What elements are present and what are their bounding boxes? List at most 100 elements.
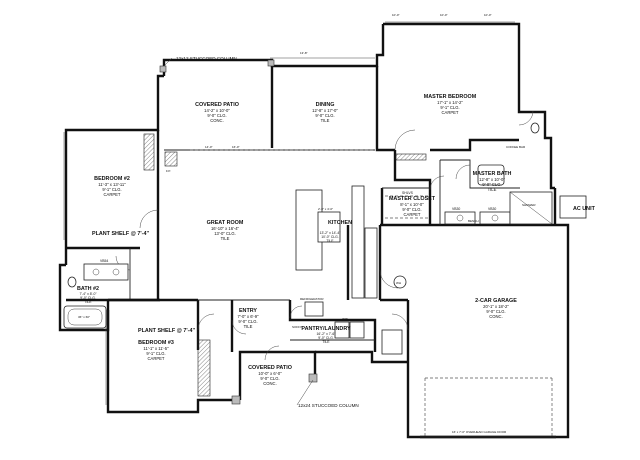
svg-text:TILE: TILE — [326, 239, 334, 243]
svg-text:7'-4" x 8'-0": 7'-4" x 8'-0" — [79, 292, 97, 296]
svg-text:PANTRY/LAUNDRY: PANTRY/LAUNDRY — [301, 326, 351, 332]
soffit-label: SOFFIT — [292, 325, 303, 329]
svg-text:TILE: TILE — [221, 236, 230, 241]
fixtures — [63, 21, 587, 405]
svg-text:9'-0" CLG.: 9'-0" CLG. — [260, 376, 279, 381]
bench-label: BENCH — [468, 219, 479, 223]
shower-label: SHOWER — [522, 203, 536, 207]
ac-unit-label: AC UNIT — [573, 206, 596, 212]
room-pantry-laundry: PANTRY/LAUNDRY 16'-2" x 7'-6" 9'-0" CLG.… — [301, 326, 351, 344]
room-entry: ENTRY 7'-0" x 6'-9" 9'-0" CLG. TILE — [237, 308, 259, 329]
svg-text:11'-1" x 11'-5": 11'-1" x 11'-5" — [143, 346, 169, 351]
vanity-bath2-label: VB54 — [100, 259, 108, 263]
svg-text:CONC.: CONC. — [489, 314, 503, 319]
water-heater-label: WH — [396, 281, 401, 285]
plant-shelf-note-1: PLANT SHELF @ 7'-4" — [92, 231, 149, 237]
svg-text:GREAT ROOM: GREAT ROOM — [207, 220, 244, 226]
svg-text:16'-2" x 7'-6": 16'-2" x 7'-6" — [317, 332, 337, 336]
refrigerator-label: REFRIGERATOR — [300, 297, 324, 301]
svg-text:9'-0" CLG.: 9'-0" CLG. — [315, 113, 334, 118]
svg-text:COVERED PATIO: COVERED PATIO — [195, 102, 239, 108]
fireplace-label: F.P. — [166, 169, 171, 173]
room-master-closet: MASTER CLOSET 8'-1" x 10'-0" 9'-0" CLG. … — [389, 196, 436, 217]
svg-text:20'-1" x 18'-2": 20'-1" x 18'-2" — [483, 304, 509, 309]
dim-top-3: 10'-0" — [484, 13, 492, 17]
garage-door-label: 16' x 7'-0" OVERHEAD GARAGE DOOR — [452, 430, 507, 434]
column-note-top: 12x12 STUCCOED COLUMN — [176, 56, 237, 61]
room-front-covered-patio: COVERED PATIO 10'-0" x 6'-0" 9'-0" CLG. … — [248, 365, 292, 386]
svg-text:BEDROOM #3: BEDROOM #3 — [138, 340, 174, 346]
svg-text:MASTER BATH: MASTER BATH — [473, 171, 512, 177]
svg-text:9'-0" CLG.: 9'-0" CLG. — [318, 336, 334, 340]
svg-text:BEDROOM #2: BEDROOM #2 — [94, 176, 130, 182]
room-bedroom-2: BEDROOM #2 11'-3" x 13'-11" 9'-1" CLG. C… — [94, 176, 130, 197]
svg-text:DINING: DINING — [316, 102, 335, 108]
svg-text:CARPET: CARPET — [148, 356, 165, 361]
dim-top-1: 10'-0" — [392, 13, 400, 17]
dim-patio-2: 16'-0" — [232, 145, 240, 149]
dim-patio-top: 14'-0" — [205, 145, 213, 149]
svg-text:9'-0" CLG.: 9'-0" CLG. — [486, 309, 505, 314]
svg-text:9'-0" CLG.: 9'-0" CLG. — [207, 113, 226, 118]
room-master-bedroom: MASTER BEDROOM 17'-1" x 14'-2" 9'-1" CLG… — [424, 94, 477, 115]
svg-text:TILE: TILE — [244, 324, 253, 329]
svg-text:BATH #2: BATH #2 — [77, 286, 99, 292]
room-master-bath: MASTER BATH 12'-8" x 10'-0" 9'-0" CLG. T… — [473, 171, 512, 192]
svg-text:CONC.: CONC. — [263, 381, 277, 386]
room-bedroom-3: BEDROOM #3 11'-1" x 11'-5" 9'-1" CLG. CA… — [138, 340, 174, 361]
svg-text:CARPET: CARPET — [404, 212, 421, 217]
annotations: 12x12 STUCCOED COLUMN 12x24 STUCCOED COL… — [78, 13, 596, 434]
svg-text:13'-0" CLG.: 13'-0" CLG. — [214, 231, 236, 236]
coffee-bar-label: COFFEE BAR — [506, 145, 526, 149]
svg-text:CONC.: CONC. — [210, 118, 224, 123]
plant-shelf-note-2: PLANT SHELF @ 7'-4" — [138, 328, 195, 334]
svg-text:TILE: TILE — [488, 187, 497, 192]
svg-text:12'-8" x 10'-0": 12'-8" x 10'-0" — [479, 177, 505, 182]
svg-text:COVERED PATIO: COVERED PATIO — [248, 365, 292, 371]
svg-text:ENTRY: ENTRY — [239, 308, 257, 314]
svg-text:2-CAR GARAGE: 2-CAR GARAGE — [475, 298, 517, 304]
svg-text:11'-3" x 13'-11": 11'-3" x 13'-11" — [98, 182, 126, 187]
shelves-label: SHLVS — [402, 191, 414, 195]
room-garage: 2-CAR GARAGE 20'-1" x 18'-2" 9'-0" CLG. … — [475, 298, 517, 319]
room-dining: DINING 12'-8" x 17'-0" 9'-0" CLG. TILE — [312, 102, 338, 123]
svg-text:TILE: TILE — [84, 300, 92, 304]
svg-text:9'-0" CLG.: 9'-0" CLG. — [80, 296, 96, 300]
svg-text:14'-2" x 10'-0": 14'-2" x 10'-0" — [204, 108, 230, 113]
room-kitchen: KITCHEN 13'-2" x 14'-4" 10'-0" CLG. TILE — [320, 220, 353, 243]
svg-text:MASTER CLOSET: MASTER CLOSET — [389, 196, 436, 202]
doors — [115, 110, 534, 361]
svg-text:13'-2" x 14'-4": 13'-2" x 14'-4" — [320, 231, 342, 235]
garage-door — [420, 377, 556, 439]
svg-text:17'-1" x 14'-2": 17'-1" x 14'-2" — [437, 100, 463, 105]
svg-text:CARPET: CARPET — [442, 110, 459, 115]
svg-text:9'-0" CLG.: 9'-0" CLG. — [238, 319, 257, 324]
svg-text:12'-8" x 17'-0": 12'-8" x 17'-0" — [312, 108, 338, 113]
svg-text:9'-0" CLG.: 9'-0" CLG. — [402, 207, 421, 212]
svg-text:9'-1" CLG.: 9'-1" CLG. — [146, 351, 165, 356]
room-labels: MASTER BEDROOM 17'-1" x 14'-2" 9'-1" CLG… — [77, 94, 517, 386]
svg-text:9'-1" CLG.: 9'-1" CLG. — [440, 105, 459, 110]
svg-text:9'-1" CLG.: 9'-1" CLG. — [102, 187, 121, 192]
vanity-right-label: VB30 — [488, 207, 496, 211]
vanity-left-label: VB30 — [452, 207, 460, 211]
svg-text:10'-0" x 6'-0": 10'-0" x 6'-0" — [258, 371, 282, 376]
room-covered-patio: COVERED PATIO 14'-2" x 10'-0" 9'-0" CLG.… — [195, 102, 239, 123]
svg-text:8'-1" x 10'-0": 8'-1" x 10'-0" — [400, 202, 424, 207]
svg-text:16'-10" x 16'-4": 16'-10" x 16'-4" — [211, 226, 240, 231]
svg-text:CARPET: CARPET — [104, 192, 121, 197]
dim-top-2: 10'-0" — [440, 13, 448, 17]
svg-text:10'-0" CLG.: 10'-0" CLG. — [321, 235, 339, 239]
svg-text:9'-0" CLG.: 9'-0" CLG. — [482, 182, 501, 187]
room-bath-2: BATH #2 7'-4" x 8'-0" 9'-0" CLG. TILE — [77, 286, 99, 304]
tub-dims-label: 36" x 60" — [78, 315, 90, 319]
column-note-bottom: 12x24 STUCCOED COLUMN — [298, 403, 359, 408]
svg-text:TILE: TILE — [322, 340, 330, 344]
dim-dining-top: 13'-8" — [300, 51, 308, 55]
svg-text:KITCHEN: KITCHEN — [328, 220, 352, 226]
svg-text:7'-0" x 6'-9": 7'-0" x 6'-9" — [237, 314, 259, 319]
svg-text:TILE: TILE — [321, 118, 330, 123]
island-dims-label: 2'-0" x 4'-0" — [318, 207, 333, 211]
room-great-room: GREAT ROOM 16'-10" x 16'-4" 13'-0" CLG. … — [207, 220, 244, 241]
